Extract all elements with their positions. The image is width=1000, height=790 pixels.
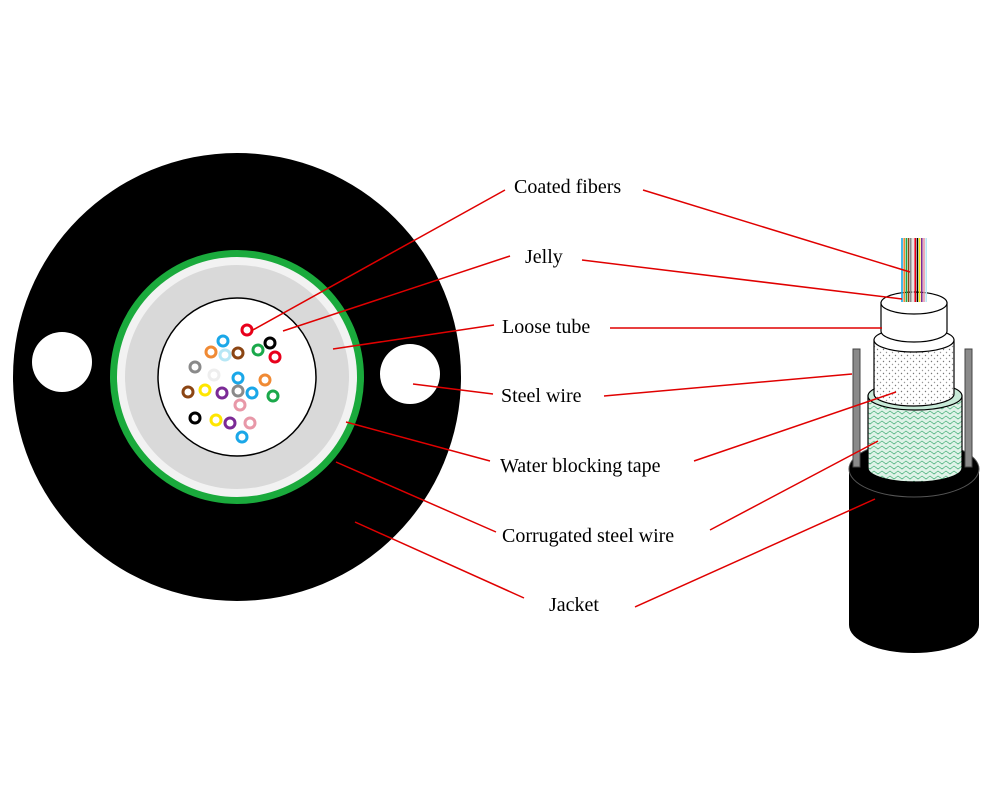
label-loose-tube: Loose tube <box>502 316 590 338</box>
label-corrugated-steel-wire: Corrugated steel wire <box>502 525 674 547</box>
coated-fiber <box>235 430 249 444</box>
steel-wire-right-hole <box>380 344 440 404</box>
label-coated-fibers: Coated fibers <box>514 176 621 198</box>
leader-jelly-left <box>282 255 511 332</box>
coated-fiber <box>251 343 265 357</box>
cross-section <box>13 153 461 601</box>
leader-coated-fibers-left <box>250 189 506 332</box>
label-jelly: Jelly <box>525 246 563 268</box>
steel-wire-left-hole <box>32 332 92 392</box>
label-steel-wire: Steel wire <box>501 385 582 407</box>
coated-fiber <box>204 345 218 359</box>
leader-lines <box>250 189 911 608</box>
coated-fibers-group <box>181 323 282 444</box>
steel-wire-rod-right <box>964 348 973 468</box>
cable-cutaway <box>848 238 980 653</box>
coated-fiber <box>243 416 257 430</box>
coated-fiber <box>181 385 195 399</box>
coated-fiber <box>188 360 202 374</box>
loose-tube-top <box>880 291 948 315</box>
coated-fiber <box>245 386 259 400</box>
coated-fiber <box>207 368 221 382</box>
coated-fiber <box>215 386 229 400</box>
leader-loose-tube-left <box>332 324 495 350</box>
coated-fiber <box>263 336 277 350</box>
steel-wire-rod-left <box>852 348 861 468</box>
water-blocking-tape-cylinder <box>867 395 963 483</box>
coated-fiber <box>268 350 282 364</box>
coated-fiber <box>240 323 254 337</box>
coated-fiber <box>231 384 245 398</box>
coated-fiber <box>231 371 245 385</box>
coated-fiber <box>198 383 212 397</box>
labels: Coated fibers Jelly Loose tube Steel wir… <box>500 176 674 616</box>
label-water-blocking-tape: Water blocking tape <box>500 455 661 477</box>
jacket-cylinder <box>849 469 979 653</box>
leader-corrugated-steel-wire-right <box>709 440 879 531</box>
coated-fiber <box>223 416 237 430</box>
coated-fiber <box>258 373 272 387</box>
leader-steel-wire-right <box>603 373 853 397</box>
coated-fiber <box>218 348 232 362</box>
leader-water-blocking-tape-right <box>693 391 897 462</box>
coated-fiber <box>233 398 247 412</box>
leader-corrugated-steel-wire-left <box>335 461 497 533</box>
leader-coated-fibers-right <box>642 189 911 273</box>
leader-jacket-right <box>634 498 876 608</box>
label-jacket: Jacket <box>549 594 599 616</box>
coated-fiber <box>216 334 230 348</box>
leader-steel-wire-left <box>412 383 494 395</box>
coated-fiber <box>266 389 280 403</box>
leader-water-blocking-tape-left <box>345 421 491 462</box>
coated-fiber <box>209 413 223 427</box>
leader-jacket-left <box>354 521 525 599</box>
leader-jelly-right <box>581 259 903 300</box>
coated-fiber <box>231 346 245 360</box>
coated-fiber <box>188 411 202 425</box>
